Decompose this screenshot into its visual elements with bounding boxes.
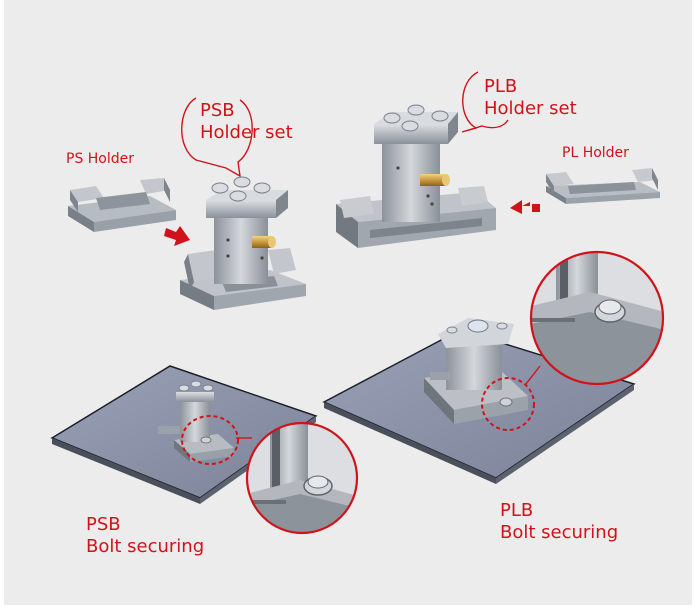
zoom-circle-icon [245,421,359,535]
plb-holder-set-label-line1: PLB [484,76,518,97]
plb-bolt-securing-label: PLB Bolt securing [500,500,618,543]
arrow-left-icon [510,200,540,214]
psb-holder-set-label-line2: Holder set [200,121,293,143]
psb-bolt-securing-label-line1: PSB [86,514,121,535]
pl-holder-part [546,168,660,204]
psb-holder-set-assembly [180,176,306,310]
dashed-highlight-circle-icon [481,365,541,431]
plb-holder-set-label-line2: Holder set [484,97,577,119]
zoom-circle-icon [529,250,665,386]
psb-holder-set-label-line1: PSB [200,100,235,121]
plb-bolt-securing-label-line1: PLB [500,500,534,521]
psb-speech-bubble-icon [181,97,253,178]
psb-mounted-unit [158,380,234,462]
psb-bolt-securing-label: PSB Bolt securing [86,514,204,557]
ps-holder-part [68,178,176,232]
plb-bolt-securing-label-line2: Bolt securing [500,521,619,543]
dashed-highlight-circle-icon [181,415,252,465]
plb-holder-set-label: PLB Holder set [484,76,577,119]
ps-holder-label: PS Holder [66,151,135,167]
plb-holder-set-assembly [336,104,496,248]
psb-bolt-securing-label-line2: Bolt securing [86,535,205,557]
pl-holder-label: PL Holder [562,145,629,161]
arrow-right-icon [164,226,190,246]
plb-speech-bubble-icon [461,71,509,133]
psb-holder-set-label: PSB Holder set [200,100,293,143]
